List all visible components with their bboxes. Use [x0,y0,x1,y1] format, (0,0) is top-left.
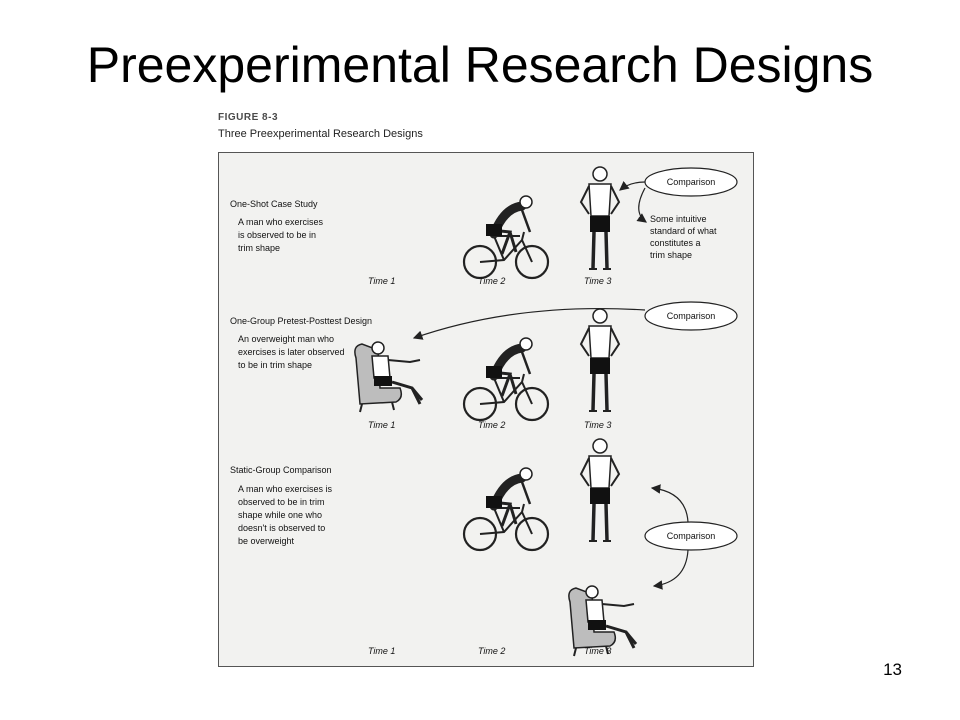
time-label: Time 2 [478,276,505,286]
standing-man-figure [579,307,621,413]
standard-note-line: Some intuitive [650,214,707,224]
seated-man-figure [353,340,424,414]
design-2-desc-line: An overweight man who [238,334,334,344]
cyclist-figure [464,468,548,550]
comparison-bubble [644,301,738,331]
comparison-arrow [412,307,646,340]
design-1-desc-line: trim shape [238,243,280,253]
design-2-name: One-Group Pretest-Posttest Design [230,316,372,326]
comparison-label: Comparison [667,177,716,187]
comparison-arrow [619,181,646,191]
comparison-arrow [636,187,647,223]
slide-title: Preexperimental Research Designs [86,37,874,93]
design-3-desc-line: doesn't is observed to [238,523,325,533]
figure-illustration: One-Shot Case Study A man who exercises … [230,165,738,658]
time-label: Time 1 [368,646,395,656]
design-3-desc-line: A man who exercises is [238,484,333,494]
design-3-desc-line: be overweight [238,536,295,546]
standard-note-line: standard of what [650,226,717,236]
design-3-desc-line: shape while one who [238,510,322,520]
design-1-desc-line: A man who exercises [238,217,324,227]
figure-panel [218,152,754,667]
cyclist-figure [464,338,548,420]
design-1-desc-line: is observed to be in [238,230,316,240]
comparison-arrow [652,549,689,590]
cyclist-figure [464,196,548,278]
design-2-desc-line: exercises is later observed [238,347,345,357]
design-2-desc-line: to be in trim shape [238,360,312,370]
comparison-label: Comparison [667,531,716,541]
time-label: Time 3 [584,276,611,286]
comparison-bubble [644,521,738,551]
comparison-arrow [650,484,689,523]
figure-label: FIGURE 8-3 [218,112,279,123]
figure-caption: Three Preexperimental Research Designs [218,128,423,140]
time-label: Time 3 [584,420,611,430]
time-label: Time 1 [368,420,395,430]
comparison-label: Comparison [667,311,716,321]
time-label: Time 1 [368,276,395,286]
time-label: Time 2 [478,420,505,430]
design-1-name: One-Shot Case Study [230,199,318,209]
time-label: Time 3 [584,646,611,656]
standing-man-figure [579,165,621,271]
standard-note-line: constitutes a [650,238,701,248]
time-label: Time 2 [478,646,505,656]
standing-man-figure [579,437,621,543]
standard-note-line: trim shape [650,250,692,260]
page-number: 13 [883,660,902,679]
design-3-desc-line: observed to be in trim [238,497,325,507]
design-3-name: Static-Group Comparison [230,465,332,475]
